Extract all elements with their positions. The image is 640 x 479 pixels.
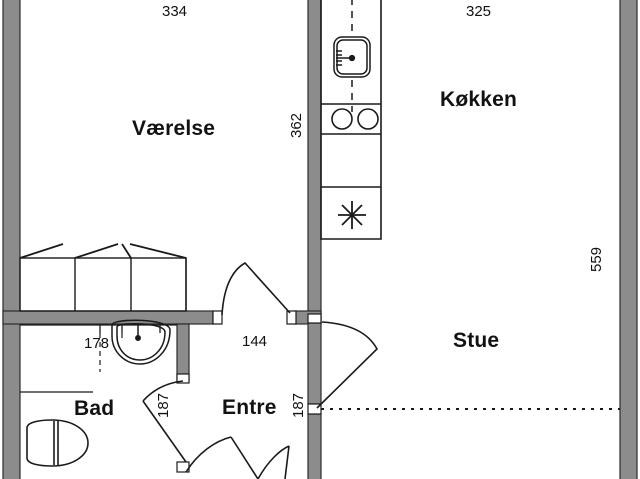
extractor-fan-icon bbox=[338, 201, 366, 229]
door-swing-bedroom bbox=[221, 261, 291, 316]
door-swing-entry-right bbox=[257, 445, 290, 479]
wall-entre-stue bbox=[307, 322, 322, 405]
room-label-entre: Entre bbox=[222, 396, 277, 419]
room-label-bad: Bad bbox=[74, 397, 115, 420]
door-swing-entry-right-leaf bbox=[284, 445, 290, 479]
washbasin-icon bbox=[111, 319, 171, 365]
wardrobe-icon bbox=[19, 243, 187, 312]
wall-bedroom-right bbox=[307, 0, 322, 324]
dimension-559: 559 bbox=[588, 246, 605, 272]
door-swing-bath bbox=[142, 380, 184, 402]
door-swing-entry-left bbox=[185, 436, 232, 473]
room-label-vaerelse: Værelse bbox=[132, 117, 216, 140]
wall-exterior-left bbox=[2, 0, 21, 479]
kitchen-sink-icon bbox=[333, 36, 371, 78]
kitchen-counter bbox=[320, 0, 382, 240]
door-swing-entry-left-leaf bbox=[230, 436, 259, 479]
dimension-ticks bbox=[99, 333, 123, 372]
opening-bedroom bbox=[212, 310, 223, 325]
wall-exterior-right bbox=[619, 0, 638, 479]
counter-outline bbox=[320, 0, 382, 240]
door-swing-bath-leaf bbox=[142, 400, 187, 463]
dimension-187-entre: 187 bbox=[290, 392, 307, 418]
room-label-stue: Stue bbox=[453, 329, 500, 352]
door-swing-stue bbox=[316, 321, 378, 409]
opening-stue-top bbox=[307, 313, 322, 324]
opening-bath bbox=[176, 373, 190, 384]
door-openings bbox=[176, 310, 322, 473]
wall-entre-stue-lower bbox=[307, 413, 322, 479]
room-label-kokken: Køkken bbox=[440, 88, 518, 111]
wall-bedroom-bath bbox=[2, 310, 214, 325]
dimension-178: 178 bbox=[84, 335, 110, 352]
toilet-icon bbox=[26, 419, 89, 467]
dimension-334: 334 bbox=[162, 3, 188, 20]
wall-bath-entre bbox=[176, 323, 190, 382]
bath-counter bbox=[20, 324, 177, 333]
door-swings bbox=[142, 261, 378, 479]
dimension-187-bath: 187 bbox=[155, 392, 172, 418]
dimension-362: 362 bbox=[288, 112, 305, 138]
stove-icon bbox=[331, 108, 379, 130]
opening-entre-kitchen bbox=[286, 310, 297, 325]
dimension-144: 144 bbox=[242, 333, 268, 350]
dimension-325: 325 bbox=[466, 3, 492, 20]
